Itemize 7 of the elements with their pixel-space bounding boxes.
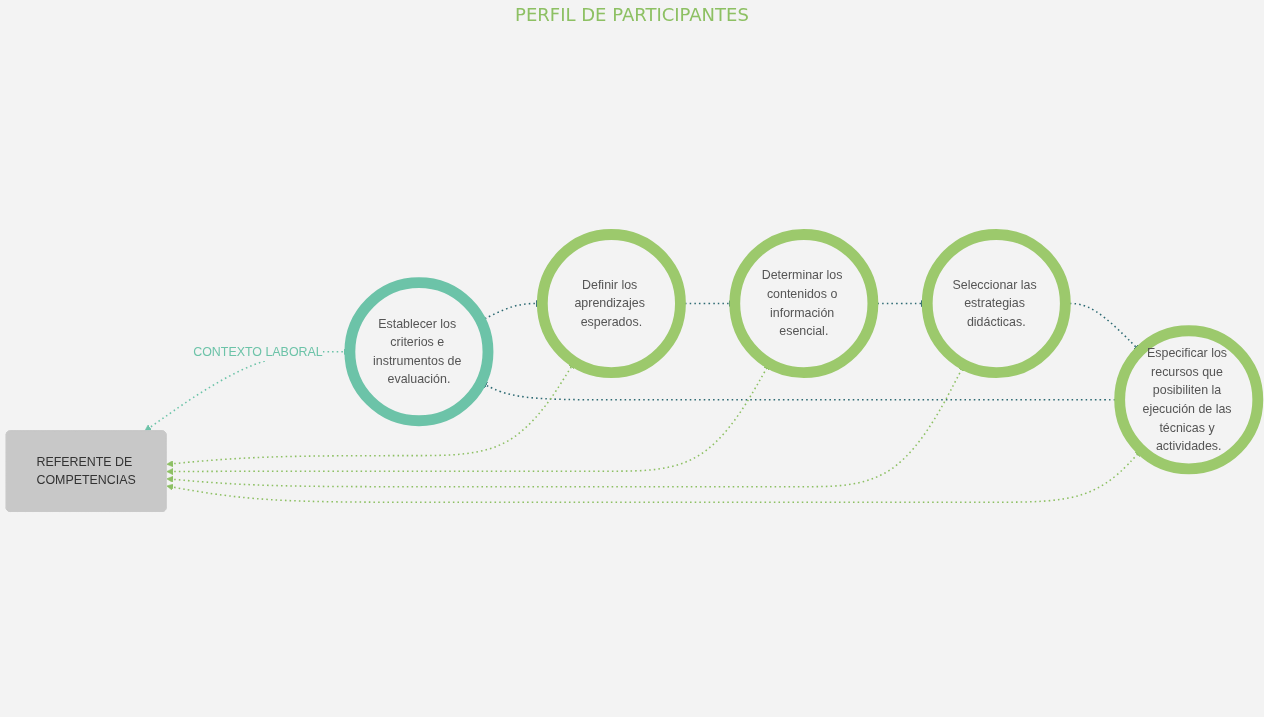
note-text: PERFIL DE PARTICIPANTES — [515, 4, 749, 25]
node-circle: Establecer los criterios e instrumentos de evaluación. — [344, 277, 494, 427]
node-circle: Definir los aprendizajes esperados. — [536, 229, 686, 379]
node-circle: Seleccionar las estrategias didácticas. — [921, 229, 1071, 379]
node-circle: Especificar los recursos que posibiliten la ejecución de las técnicas y actividades. — [1114, 325, 1264, 475]
edge-label: CONTEXTO LABORAL — [193, 344, 323, 358]
node-circle: Determinar los contenidos o información esencial. — [729, 229, 879, 379]
